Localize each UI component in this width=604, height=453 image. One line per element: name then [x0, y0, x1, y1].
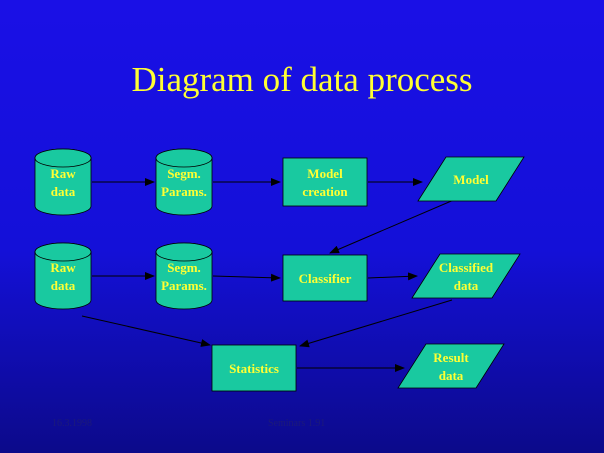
node-model-creation: Model creation — [282, 157, 368, 207]
node-statistics: Statistics — [211, 344, 297, 392]
node-classifier: Classifier — [282, 254, 368, 302]
node-segm2: Segm. Params. — [155, 242, 213, 310]
node-label-line: Segm. — [167, 166, 201, 181]
node-label-line: Model — [453, 172, 489, 187]
node-label-line: data — [439, 368, 464, 383]
footer-author: Seminars 1.91 — [268, 418, 326, 429]
arrow-model-to-classifier — [329, 198, 457, 254]
process-box — [211, 344, 297, 392]
node-label-line: Segm. — [167, 260, 201, 275]
node-label-line: Params. — [161, 278, 207, 293]
node-label-line: Params. — [161, 184, 207, 199]
cylinder-top — [155, 242, 213, 262]
node-classified: Classified data — [411, 253, 521, 299]
node-result: Result data — [397, 343, 505, 389]
node-label-line: Classifier — [299, 271, 352, 286]
arrow-classified-to-statistics — [299, 299, 453, 348]
node-label-line: data — [454, 278, 479, 293]
cylinder-top — [155, 148, 213, 168]
node-label-line: Raw — [50, 260, 76, 275]
node-label-line: data — [51, 278, 76, 293]
node-raw2: Raw data — [34, 242, 92, 310]
node-segm1: Segm. Params. — [155, 148, 213, 216]
cylinder-top — [34, 148, 92, 168]
node-label-line: Result — [433, 350, 469, 365]
cylinder-top — [34, 242, 92, 262]
process-box — [282, 157, 368, 207]
slide-title: Diagram of data process — [131, 60, 473, 99]
data-parallelogram — [411, 253, 521, 299]
node-label-line: Statistics — [229, 361, 279, 376]
node-label-line: Raw — [50, 166, 76, 181]
process-box — [282, 254, 368, 302]
arrow-classifier-to-classified — [367, 272, 418, 281]
nodes-layer: RawdataSegm.Params.ModelcreationModelRaw… — [34, 148, 525, 392]
arrow-segm2-to-classifier — [212, 273, 281, 282]
footer-date: 16.3.1998 — [52, 418, 92, 429]
node-label-line: data — [51, 184, 76, 199]
arrow-raw2-to-statistics — [81, 315, 211, 347]
node-label-line: Model — [307, 166, 343, 181]
data-parallelogram — [397, 343, 505, 389]
node-label-line: Classified — [439, 260, 494, 275]
node-model: Model — [417, 156, 525, 202]
data-parallelogram — [417, 156, 525, 202]
node-label-line: creation — [302, 184, 348, 199]
edges-layer — [81, 178, 457, 372]
node-raw1: Raw data — [34, 148, 92, 216]
